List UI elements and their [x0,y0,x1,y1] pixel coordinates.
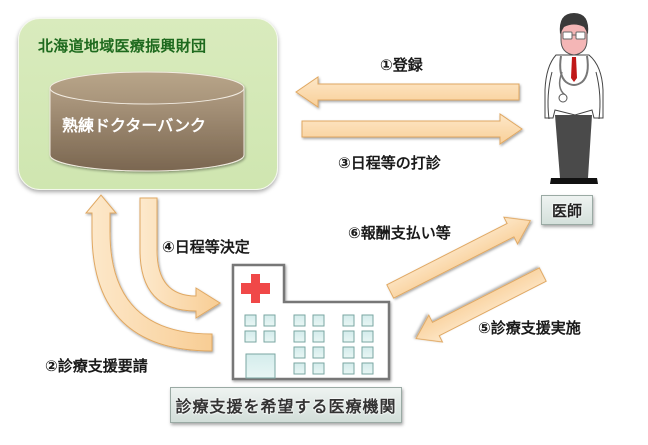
database-cylinder [49,71,245,172]
step-6-label: ⑥報酬支払い等 [348,224,451,242]
step-2-label: ②診療支援要請 [45,357,148,375]
foundation-title: 北海道地域医療振興財団 [38,37,207,55]
doctor-icon [544,13,604,184]
hospital-windows [244,314,374,379]
arrow-support-delivery [415,267,547,343]
arrow-schedule-inquiry [301,113,523,145]
doctor-bank-label: 熟練ドクターバンク [62,116,207,135]
arrow-payment [386,216,532,299]
hospital-label: 診療支援を希望する医療機関 [175,397,397,416]
step-4-label: ④日程等決定 [162,238,250,256]
arrow-registration [295,76,520,108]
arrow-support-request [84,194,213,352]
hospital-label-box: 診療支援を希望する医療機関 [170,387,402,423]
doctor-label: 医師 [551,201,582,220]
hospital-icon [231,263,391,381]
step-1-label: ①登録 [380,56,423,74]
step-3-label: ③日程等の打診 [338,154,441,172]
glasses-icon [562,31,586,40]
red-cross-icon [241,274,270,303]
arrow-schedule-decided [139,197,221,319]
step-5-label: ⑤診療支援実施 [478,319,581,337]
doctor-label-box: 医師 [541,195,593,225]
